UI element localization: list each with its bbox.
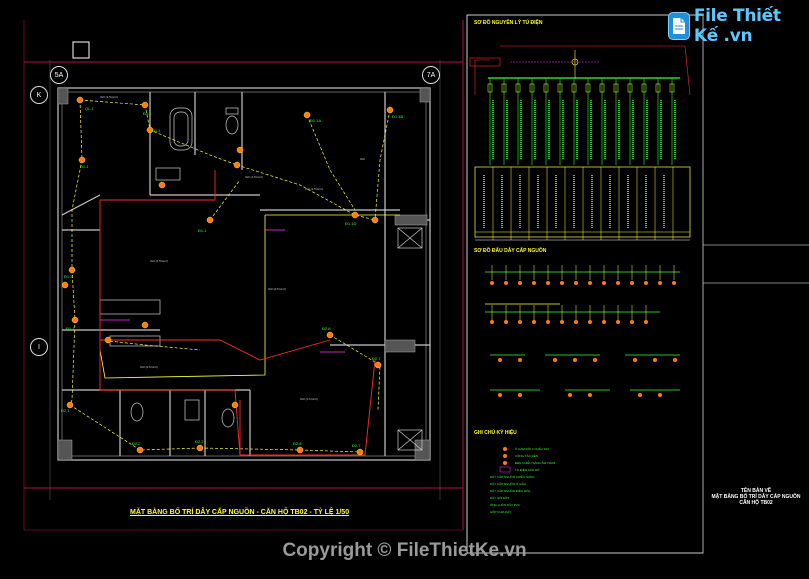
- axis-marker-i: I: [30, 338, 48, 356]
- axis-marker-5a: 5A: [50, 66, 68, 84]
- logo-text: File Thiết Kế .vn: [693, 6, 781, 46]
- svg-text:Đ2.8: Đ2.8: [322, 326, 331, 331]
- distribution-branches: [487, 78, 676, 165]
- sheet-title-line3: CĂN HỘ TB02: [739, 500, 773, 506]
- power-circuits-red: [99, 170, 376, 456]
- svg-text:Đ2.2: Đ2.2: [195, 439, 204, 444]
- svg-text:ỐNG LUỒN DÂY PVC: ỐNG LUỒN DÂY PVC: [490, 502, 521, 507]
- svg-text:Đ1.1D: Đ1.1D: [345, 221, 356, 226]
- wiring-diagrams: [485, 271, 680, 391]
- bathroom-fixtures: [99, 107, 423, 451]
- svg-text:Đ1.1: Đ1.1: [66, 326, 75, 331]
- svg-text:Đ1.1: Đ1.1: [80, 164, 89, 169]
- svg-text:TỦ ĐIỆN CĂN HỘ: TỦ ĐIỆN CĂN HỘ: [515, 467, 540, 472]
- svg-text:Đ1.1: Đ1.1: [143, 111, 152, 116]
- svg-text:HỘP CHIA DÂY: HỘP CHIA DÂY: [490, 509, 511, 514]
- copyright-watermark: Copyright © FileThietKe.vn: [282, 540, 527, 561]
- section-title-wiring: SƠ ĐỒ ĐẤU DÂY CẤP NGUỒN: [474, 248, 547, 254]
- svg-text:DÂY NỐI ĐẤT: DÂY NỐI ĐẤT: [490, 495, 509, 500]
- svg-text:DÂY CẤP NGUỒN CHIẾU SÁNG: DÂY CẤP NGUỒN CHIẾU SÁNG: [490, 474, 535, 479]
- svg-text:Đ2.7: Đ2.7: [352, 443, 361, 448]
- sheet-title-line2: MẶT BẰNG BỐ TRÍ DÂY CẤP NGUỒN: [711, 494, 801, 500]
- svg-text:3x0 (2.5mm²): 3x0 (2.5mm²): [140, 365, 158, 369]
- distribution-board-diagram: [469, 45, 691, 96]
- svg-text:3x0 (1.5mm²): 3x0 (1.5mm²): [305, 187, 323, 191]
- svg-text:Đ1.1: Đ1.1: [152, 128, 161, 133]
- floor-plan-walls: [57, 87, 431, 461]
- svg-text:CÔNG TẮC ĐÈN: CÔNG TẮC ĐÈN: [515, 453, 538, 458]
- document-icon: [668, 12, 690, 40]
- filethietke-logo[interactable]: File Thiết Kế .vn: [668, 6, 809, 46]
- svg-text:3x0 (1.5mm²): 3x0 (1.5mm²): [300, 397, 318, 401]
- axis-marker-k: K: [30, 86, 48, 104]
- svg-text:QL.1: QL.1: [85, 106, 94, 111]
- legend-symbols: Ổ CẮM ĐÔI 3 CHẤU 16A CÔNG TẮC ĐÈN ĐÈN CH…: [490, 446, 555, 514]
- svg-text:3x0 (1.5mm²): 3x0 (1.5mm²): [245, 175, 263, 179]
- lighting-circuits: [69, 99, 391, 453]
- axis-marker-7a: 7A: [422, 66, 440, 84]
- svg-text:DÂY CẤP NGUỒN ĐIỀU HÒA: DÂY CẤP NGUỒN ĐIỀU HÒA: [490, 488, 530, 493]
- svg-text:3x0 (2.5mm²): 3x0 (2.5mm²): [150, 259, 168, 263]
- svg-text:Đ2.1: Đ2.1: [61, 408, 70, 413]
- svg-text:DÂY CẤP NGUỒN Ổ CẮM: DÂY CẤP NGUỒN Ổ CẮM: [490, 481, 526, 486]
- svg-text:ĐÈN CHIẾU SÁNG ÂM TRẦN: ĐÈN CHIẾU SÁNG ÂM TRẦN: [515, 460, 555, 465]
- svg-text:Đ1.2: Đ1.2: [64, 274, 73, 279]
- svg-text:Đ1.1: Đ1.1: [198, 228, 207, 233]
- plan-title: MẶT BẰNG BỐ TRÍ DÂY CẤP NGUỒN - CĂN HỘ T…: [130, 509, 350, 516]
- sheet-title-block: TÊN BẢN VẼ MẶT BẰNG BỐ TRÍ DÂY CẤP NGUỒN…: [706, 488, 806, 506]
- sheet-title-line1: TÊN BẢN VẼ: [740, 488, 772, 494]
- structural-columns: [57, 87, 431, 461]
- breaker-table-columns: [483, 167, 674, 240]
- svg-text:Đ2.2: Đ2.2: [132, 441, 141, 446]
- svg-text:Đ2.8: Đ2.8: [293, 441, 302, 446]
- svg-text:3x0 (2.5mm²): 3x0 (2.5mm²): [268, 287, 286, 291]
- svg-text:Đ1.1B: Đ1.1B: [392, 114, 403, 119]
- wiring-diagram-devices: [490, 265, 677, 397]
- socket-circuits-magenta: [100, 229, 345, 353]
- svg-text:Ổ CẮM ĐÔI 3 CHẤU 16A: Ổ CẮM ĐÔI 3 CHẤU 16A: [515, 446, 549, 451]
- section-title-schematic: SƠ ĐỒ NGUYÊN LÝ TỦ ĐIỆN: [474, 20, 543, 26]
- svg-text:Đ2.7: Đ2.7: [372, 356, 381, 361]
- breaker-legend-table: [474, 166, 691, 241]
- svg-text:3x0: 3x0: [360, 157, 365, 161]
- drawing-frame: [23, 20, 464, 531]
- north-marker: [72, 41, 90, 59]
- svg-text:3x0 (1.5mm²): 3x0 (1.5mm²): [100, 95, 118, 99]
- svg-text:Đ1.1A: Đ1.1A: [310, 118, 321, 123]
- power-feed-yellow: [99, 214, 400, 379]
- section-title-legend: GHI CHÚ KÝ HIỆU: [474, 430, 517, 436]
